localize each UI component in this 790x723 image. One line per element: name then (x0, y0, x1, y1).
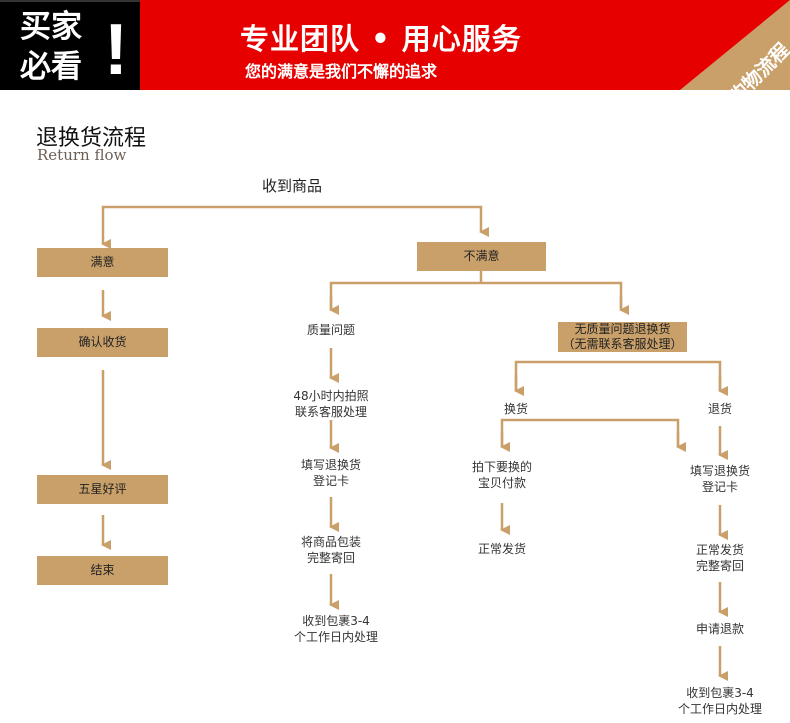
exclamation-mark: ! (104, 10, 128, 90)
split-unsatisfied (329, 271, 623, 308)
exchange-step-1: 拍下要换的宝贝付款 (471, 460, 532, 490)
start-node: 收到商品 (261, 177, 322, 195)
end-box: 结束 (37, 556, 168, 585)
return-step-2: 正常发货完整寄回 (695, 543, 744, 573)
exchange-step-2: 正常发货 (477, 542, 526, 556)
return-node: 退货 (707, 402, 732, 416)
header-banner: 买家 必看 ! 专业团队 • 用心服务 您的满意是我们不懈的追求 购物流程 (0, 0, 790, 90)
must-read-badge: 买家 必看 ! (0, 0, 140, 90)
five-star-review-box: 五星好评 (37, 475, 168, 504)
page-title: 退换货流程 (36, 126, 147, 151)
quality-issue-node: 质量问题 (306, 323, 355, 337)
unsatisfied-box: 不满意 (417, 242, 546, 271)
return-step-3: 申请退款 (695, 622, 744, 636)
split-start (101, 205, 489, 240)
slogan: 专业团队 • 用心服务 (240, 22, 522, 56)
slogan-subtitle: 您的满意是我们不懈的追求 (245, 62, 438, 81)
return-step-1: 填写退换货登记卡 (689, 464, 750, 494)
exchange-node: 换货 (503, 402, 528, 416)
badge-line1: 买家 (20, 9, 82, 45)
quality-step-1: 48小时内拍照联系客服处理 (293, 389, 369, 419)
quality-step-2: 填写退换货登记卡 (300, 458, 361, 488)
confirm-receipt-box: 确认收货 (37, 328, 168, 357)
badge-line2: 必看 (20, 49, 82, 85)
page-subtitle: Return flow (37, 146, 127, 164)
quality-step-3: 将商品包装完整寄回 (300, 535, 361, 565)
no-quality-issue-box: 无质量问题退换货（无需联系客服处理） (558, 322, 687, 352)
satisfied-box: 满意 (37, 248, 168, 277)
